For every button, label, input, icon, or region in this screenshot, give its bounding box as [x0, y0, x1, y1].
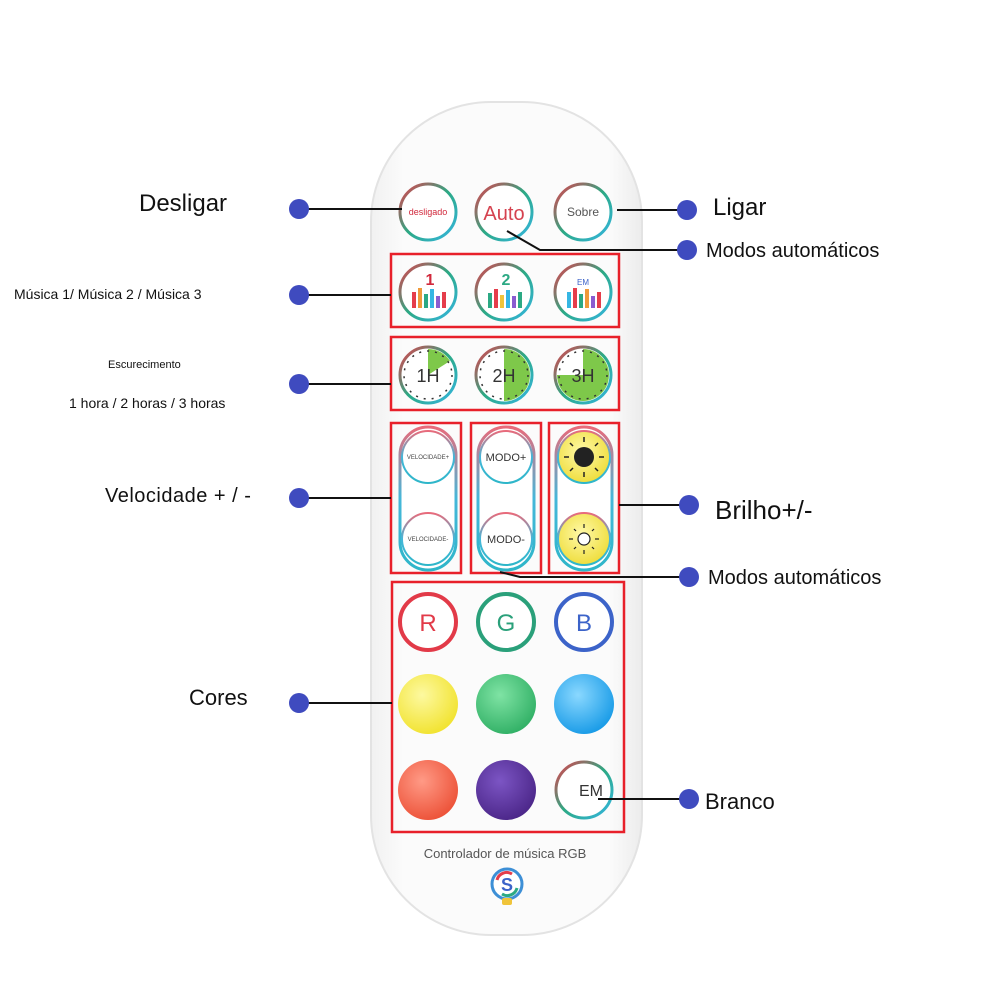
callout-dot — [289, 285, 309, 305]
label-branco: Branco — [705, 789, 775, 814]
brightness-down-button[interactable] — [557, 512, 611, 566]
mode-plus-text: MODO+ — [486, 452, 527, 464]
green-button[interactable]: G — [476, 592, 536, 652]
green-text: G — [497, 610, 516, 637]
equalizer-icon — [488, 289, 522, 308]
callout-dot — [679, 789, 699, 809]
callout-lines — [299, 208, 689, 800]
music-2-text: 2 — [502, 272, 511, 289]
mode-minus-button[interactable]: MODO- — [479, 512, 533, 566]
sun-dim-icon — [569, 524, 599, 554]
sky-blue-button[interactable] — [554, 674, 614, 734]
colors-group-box — [390, 580, 626, 834]
speed-plus-text: VELOCIDADE+ — [407, 455, 450, 461]
brightness-group-box — [547, 421, 621, 575]
timer-sector — [557, 349, 609, 401]
callout-dot — [677, 200, 697, 220]
label-modos-automaticos-top: Modos automáticos — [706, 240, 880, 262]
blue-text: B — [576, 610, 592, 637]
svg-text:S: S — [501, 875, 513, 895]
music-3-text: EM — [577, 278, 589, 287]
timer-sector — [428, 348, 450, 375]
purple-button[interactable] — [476, 760, 536, 820]
sun-core — [577, 532, 591, 546]
speed-plus-button[interactable]: VELOCIDADE+ — [401, 430, 455, 484]
brightness-up-button[interactable] — [557, 430, 611, 484]
white-text: EM — [579, 783, 603, 800]
white-button[interactable]: EM — [554, 760, 614, 820]
callout-dot — [289, 199, 309, 219]
callout-dot — [289, 488, 309, 508]
music-group-box — [389, 252, 621, 329]
auto-button[interactable]: Auto — [474, 182, 534, 242]
callout-dot — [677, 240, 697, 260]
callout-dot — [289, 374, 309, 394]
timer-1h-button[interactable]: 1H — [398, 345, 458, 405]
timer-2h-text: 2H — [492, 366, 515, 386]
power-on-button[interactable]: Sobre — [553, 182, 613, 242]
label-desligar: Desligar — [139, 190, 228, 217]
label-escurecimento: Escurecimento — [108, 359, 181, 371]
speed-minus-button[interactable]: VELOCIDADE- — [401, 512, 455, 566]
power-off-button[interactable]: desligado — [398, 182, 458, 242]
music-1-text: 1 — [426, 272, 435, 289]
label-velocidade: Velocidade + / - — [105, 485, 252, 507]
label-modos-automaticos-bottom: Modos automáticos — [708, 567, 882, 589]
equalizer-icon — [567, 288, 601, 308]
red-button[interactable]: R — [398, 592, 458, 652]
power-off-text: desligado — [409, 207, 448, 217]
red-text: R — [419, 610, 436, 637]
salmon-button[interactable] — [398, 760, 458, 820]
power-on-text: Sobre — [567, 205, 599, 219]
callout-dots — [289, 199, 699, 809]
equalizer-icon — [412, 288, 446, 308]
timer-3h-button[interactable]: 3H — [553, 345, 613, 405]
music-2-button[interactable]: 2 — [474, 262, 534, 322]
music-3-button[interactable]: EM — [553, 262, 613, 322]
callout-dot — [679, 567, 699, 587]
callout-dot — [289, 693, 309, 713]
label-cores: Cores — [189, 685, 248, 710]
music-1-button[interactable]: 1 — [398, 262, 458, 322]
brand-logo: S — [490, 867, 524, 905]
grass-green-button[interactable] — [476, 674, 536, 734]
timer-group-box — [389, 335, 621, 412]
label-horas: 1 hora / 2 horas / 3 horas — [69, 395, 226, 411]
blue-button[interactable]: B — [554, 592, 614, 652]
label-brilho: Brilho+/- — [715, 495, 813, 525]
callout-dot — [679, 495, 699, 515]
yellow-button[interactable] — [398, 674, 458, 734]
speed-minus-text: VELOCIDADE- — [408, 537, 449, 543]
auto-text: Auto — [483, 203, 524, 225]
timer-3h-text: 3H — [571, 366, 594, 386]
label-musica: Música 1/ Música 2 / Música 3 — [14, 286, 202, 302]
timer-1h-text: 1H — [416, 366, 439, 386]
label-ligar: Ligar — [713, 194, 767, 221]
sun-bright-icon — [564, 437, 604, 477]
mode-minus-text: MODO- — [487, 534, 525, 546]
timer-2h-button[interactable]: 2H — [474, 345, 534, 405]
mode-plus-button[interactable]: MODO+ — [479, 430, 533, 484]
sun-core — [574, 447, 594, 467]
timer-sector — [504, 349, 530, 401]
brand-text: Controlador de música RGB — [423, 846, 587, 861]
